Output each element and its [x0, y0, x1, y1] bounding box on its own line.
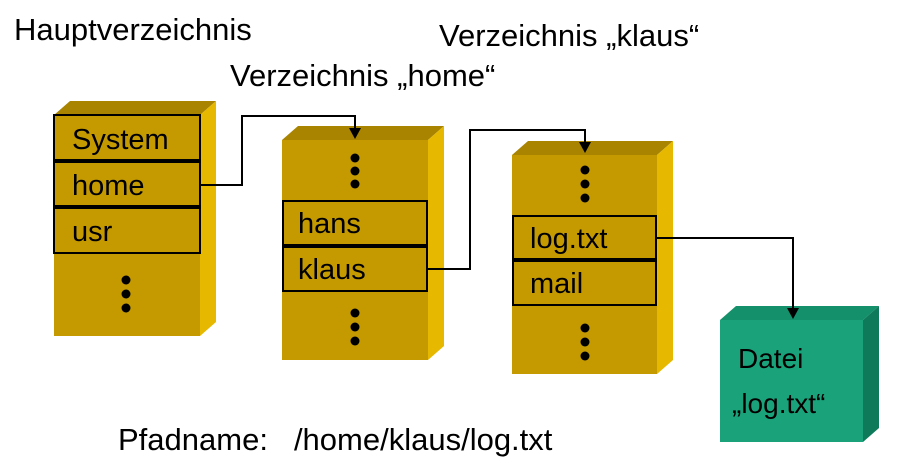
home-directory-block: hans klaus	[282, 126, 444, 360]
arrow-logtxt-to-file	[657, 237, 794, 308]
arrowhead-icon	[579, 142, 591, 153]
home-entry-label: hans	[298, 208, 361, 240]
file-label-line1: Datei	[738, 343, 803, 374]
path-label: Pfadname:	[118, 422, 268, 457]
klaus-entry-logtxt[interactable]: log.txt	[512, 215, 657, 260]
ellipsis-icon	[350, 153, 360, 189]
root-entry-usr[interactable]: usr	[53, 207, 201, 254]
home-entry-hans[interactable]: hans	[282, 200, 428, 246]
root-entry-home[interactable]: home	[53, 161, 201, 207]
arrow-home-to-home-dir	[200, 115, 356, 186]
root-directory-block: System home usr	[53, 101, 216, 336]
root-entry-label: usr	[72, 216, 113, 248]
home-directory-title: Verzeichnis „home“	[230, 58, 496, 93]
arrowhead-icon	[787, 308, 799, 319]
root-entry-system[interactable]: System	[53, 114, 201, 161]
file-block[interactable]: Datei „log.txt“	[720, 306, 879, 442]
arrowhead-icon	[349, 128, 361, 139]
root-entry-label: home	[72, 170, 145, 202]
ellipsis-icon	[580, 323, 590, 361]
ellipsis-icon	[121, 275, 131, 313]
klaus-directory-block: log.txt mail	[512, 141, 673, 374]
home-entry-label: klaus	[298, 254, 366, 286]
root-entry-label: System	[72, 124, 169, 156]
klaus-directory-title: Verzeichnis „klaus“	[439, 18, 700, 53]
ellipsis-icon	[580, 165, 590, 203]
klaus-entry-label: mail	[530, 268, 583, 300]
klaus-entry-label: log.txt	[530, 223, 607, 255]
path-value: /home/klaus/log.txt	[293, 422, 553, 457]
klaus-entry-mail[interactable]: mail	[512, 260, 657, 306]
home-entry-klaus[interactable]: klaus	[282, 246, 428, 292]
file-label-line2: „log.txt“	[732, 388, 825, 419]
arrow-klaus-to-klaus-dir	[428, 129, 586, 270]
path-line: Pfadname: /home/klaus/log.txt	[118, 424, 552, 455]
ellipsis-icon	[350, 308, 360, 346]
root-directory-title: Hauptverzeichnis	[14, 12, 252, 47]
arrow-heads	[349, 128, 799, 319]
